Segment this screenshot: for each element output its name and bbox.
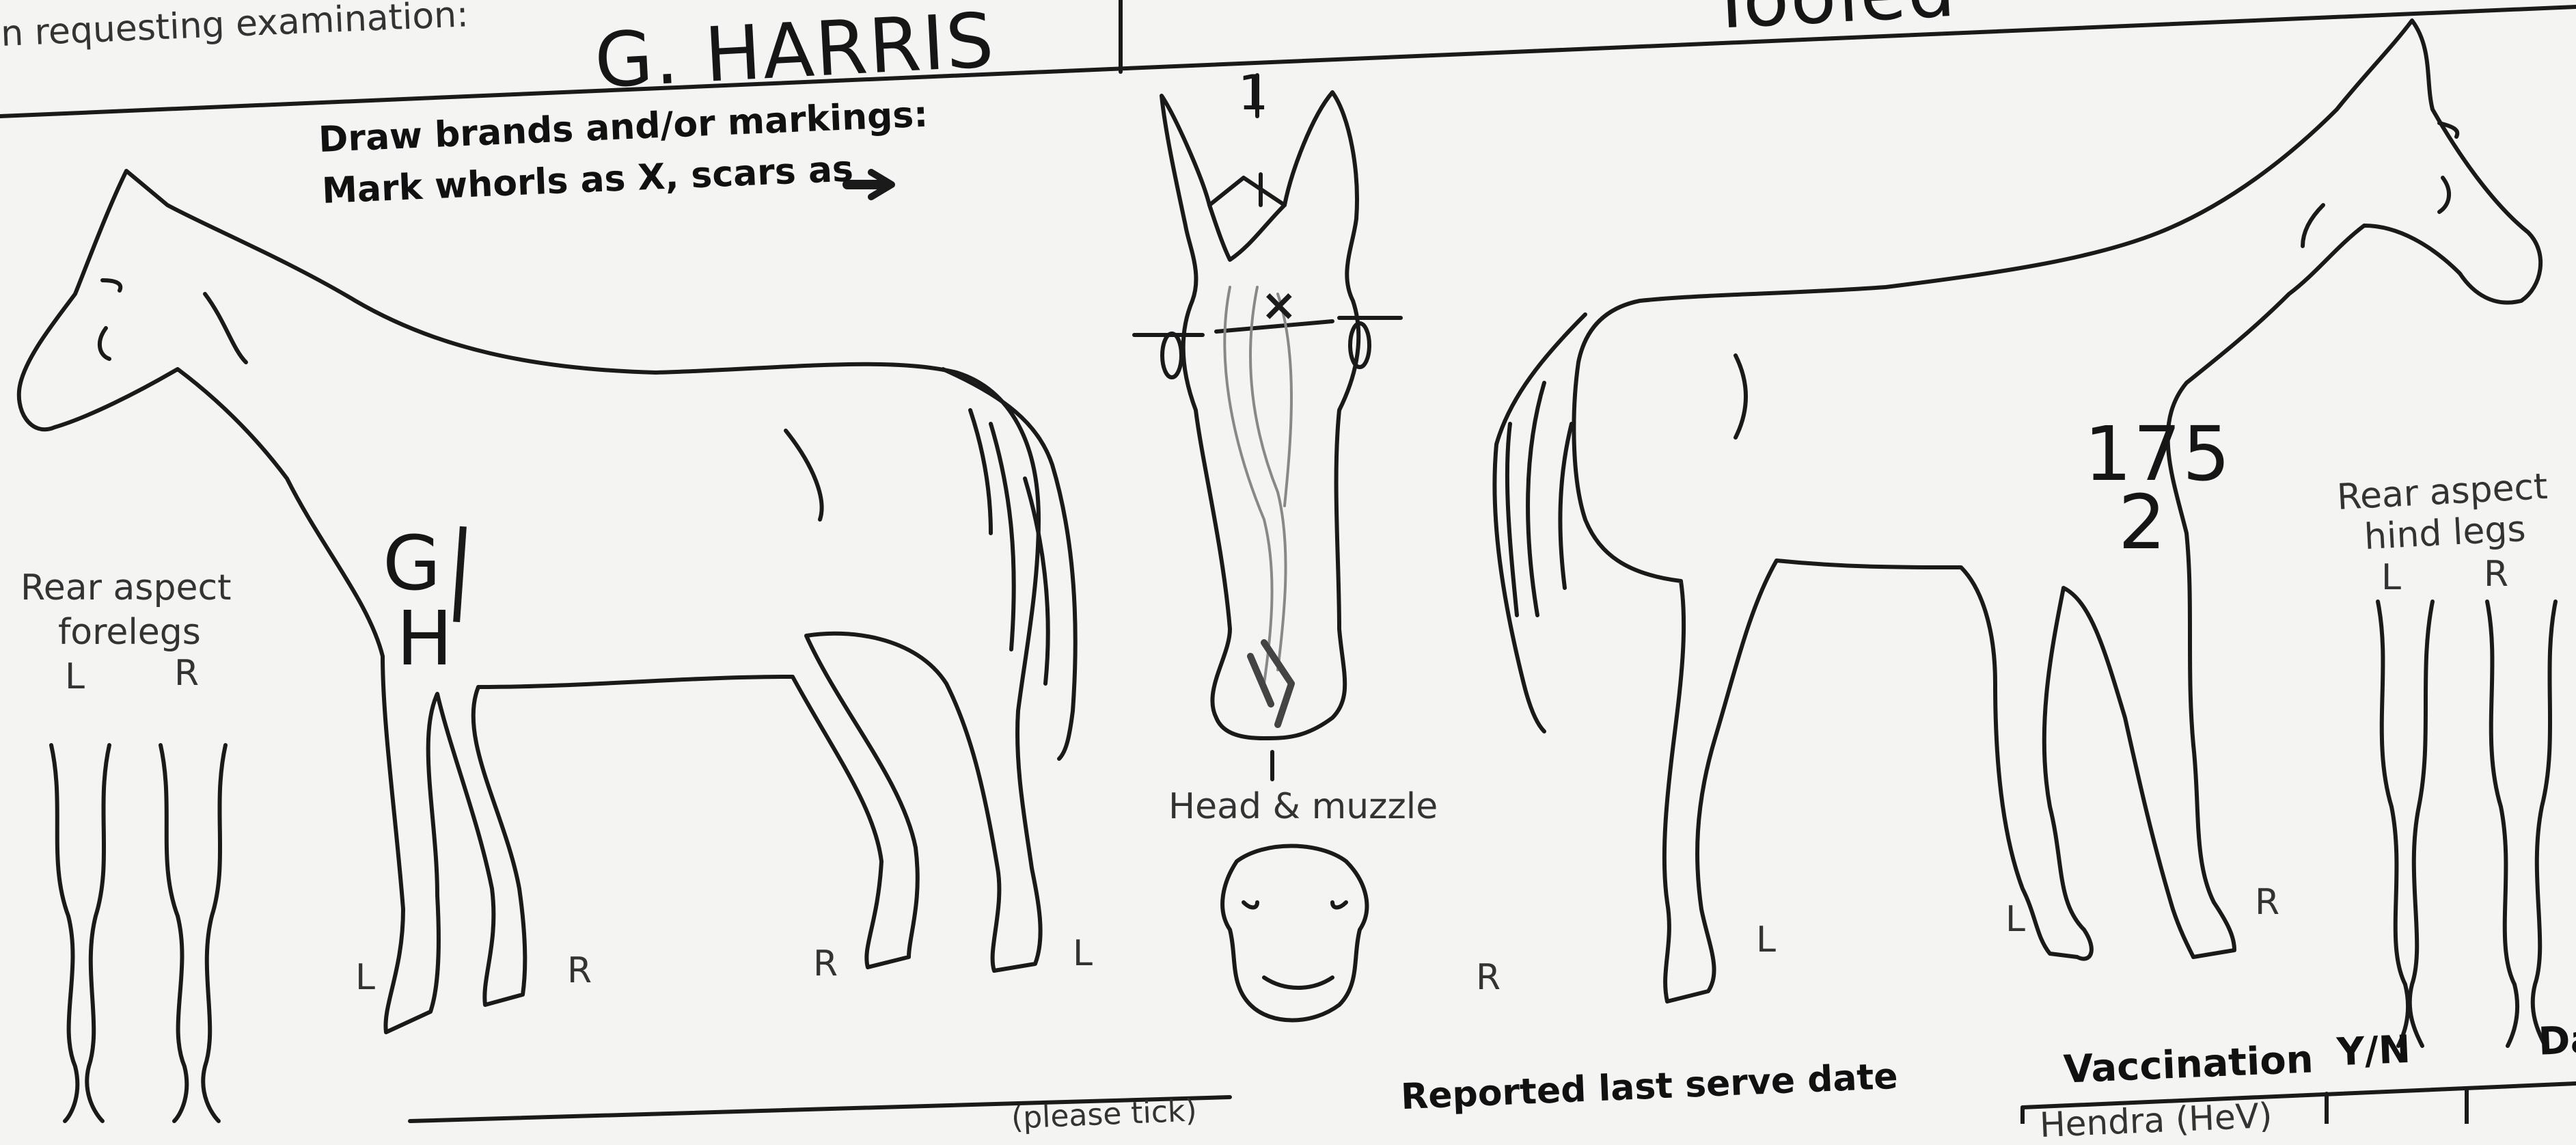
left-horse-leg-label: L (1073, 933, 1093, 974)
forelegs-right: R (174, 653, 199, 694)
muzzle-outline (1222, 846, 1367, 1021)
left-horse-brand-1: G (383, 520, 442, 607)
left-horse-leg-label: R (813, 943, 838, 984)
date-header: Da (2538, 1017, 2576, 1064)
hindlegs-title-2: hind legs (2363, 509, 2527, 558)
arrow-icon (847, 172, 892, 197)
left-horse-leg-label: R (567, 950, 592, 991)
right-horse-leg-label: L (2005, 899, 2025, 940)
right-horse-leg-label: R (2255, 882, 2279, 923)
hindlegs-left: L (2381, 557, 2401, 598)
head-front-outline (1134, 75, 1401, 779)
left-horse-brand-2: H (396, 595, 454, 682)
forelegs-title-1: Rear aspect (20, 567, 232, 608)
forelegs-rear-diagram (51, 745, 225, 1121)
tick-partial: (please tick) (1011, 1093, 1198, 1135)
head-muzzle-label: Head & muzzle (1168, 786, 1438, 827)
whorl-mark: × (1261, 280, 1298, 331)
yn-header: Y/N (2336, 1027, 2412, 1075)
head-number-mark: 1 (1238, 65, 1270, 121)
hindlegs-right: R (2484, 554, 2508, 595)
right-horse-leg-label: R (1476, 957, 1501, 998)
forelegs-left: L (65, 656, 85, 697)
forelegs-title-2: forelegs (58, 612, 201, 653)
hindlegs-rear-diagram (2378, 602, 2556, 1046)
right-horse-brand-2: 2 (2118, 479, 2167, 566)
left-horse-leg-label: L (355, 957, 375, 998)
right-horse-leg-label: L (1756, 919, 1776, 960)
